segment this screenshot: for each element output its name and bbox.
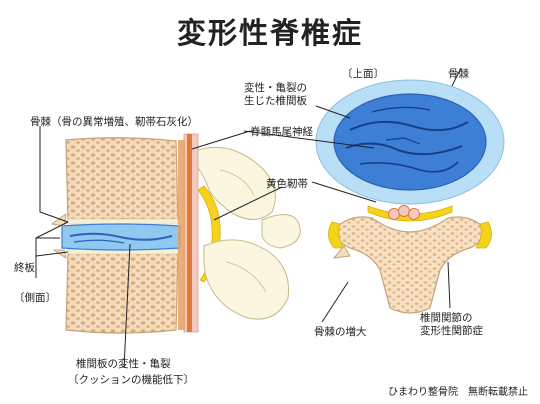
label-top-view: 〔上面〕 — [342, 68, 384, 80]
posterior-elements-upper — [197, 146, 276, 220]
label-facet-joint-line1: 椎間関節の — [420, 312, 473, 324]
label-disc-degeneration: 椎間板の変性・亀裂 — [76, 358, 171, 370]
cauda-equina-top — [388, 205, 420, 220]
upper-vertebral-body — [65, 137, 179, 223]
label-endplate: 終板 — [14, 262, 35, 274]
disc-top-view — [333, 93, 487, 191]
spinous-process — [261, 214, 301, 249]
label-cushion-loss: 〔クッションの機能低下〕 — [68, 374, 194, 386]
posterior-ligament — [178, 140, 185, 330]
label-degenerated-disc-line2: 生じた椎間板 — [244, 95, 307, 108]
vertebral-arch-top — [335, 216, 485, 314]
label-degenerated-disc: 変性・亀裂の 生じた椎間板 — [244, 82, 307, 108]
label-osteophyte-top: 骨棘 — [448, 68, 469, 80]
side-view-spine — [50, 133, 301, 334]
label-side-view: 〔側面〕 — [14, 292, 56, 304]
label-bone-enlargement: 骨棘の増大 — [314, 326, 367, 338]
label-degenerated-disc-line1: 変性・亀裂の — [244, 82, 307, 94]
leader-lines — [35, 67, 462, 369]
nerve-core — [187, 134, 192, 332]
endplate-upper — [67, 218, 179, 225]
label-cauda-equina: 脊髄馬尾神経 — [250, 126, 313, 138]
posterior-elements-lower — [203, 239, 290, 320]
label-facet-joint: 椎間関節の 変形性関節症 — [420, 312, 483, 338]
facet-joint-right — [475, 221, 492, 249]
label-osteophyte-side: 骨棘（骨の異常増殖、靭帯石灰化） — [30, 116, 198, 128]
label-facet-joint-line2: 変形性関節症 — [420, 325, 483, 338]
page-title: 変形性脊椎症 — [176, 16, 363, 50]
top-view-disc — [315, 79, 505, 314]
osteophyte-spur-top — [332, 245, 351, 259]
label-ligamentum-flavum: 黄色靭帯 — [266, 178, 308, 190]
lower-vertebral-body — [65, 250, 179, 334]
footer-credit: ひまわり整骨院 無断転載禁止 — [388, 387, 528, 398]
